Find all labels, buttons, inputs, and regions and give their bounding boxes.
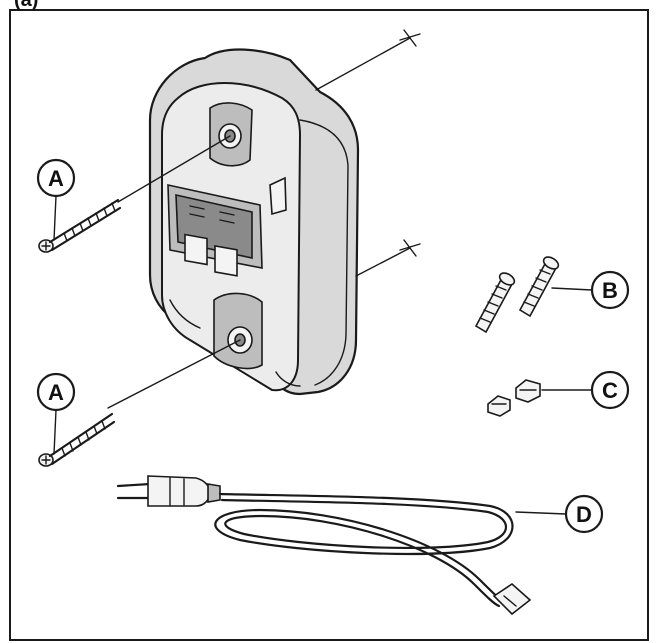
wall-anchor-left <box>474 272 516 334</box>
wall-anchor-right <box>518 256 560 318</box>
power-cord <box>116 475 567 616</box>
callout-C: C <box>590 370 630 410</box>
screw-lower <box>38 412 116 467</box>
callout-letter: B <box>602 278 618 303</box>
wall-anchors <box>474 256 593 334</box>
figure-caption: (a) <box>14 0 38 11</box>
charger-wall-mount <box>148 48 360 396</box>
screw-upper <box>38 198 122 253</box>
callout-A-lower: A <box>36 372 76 455</box>
callout-letter: C <box>602 378 618 403</box>
caps <box>487 379 593 417</box>
callout-letter: D <box>576 502 592 527</box>
callout-A-upper: A <box>36 158 76 241</box>
callout-letter: A <box>48 380 64 405</box>
callout-D: D <box>564 494 604 534</box>
callout-B: B <box>590 270 630 310</box>
mounting-lines <box>107 29 421 409</box>
callout-letter: A <box>48 166 64 191</box>
